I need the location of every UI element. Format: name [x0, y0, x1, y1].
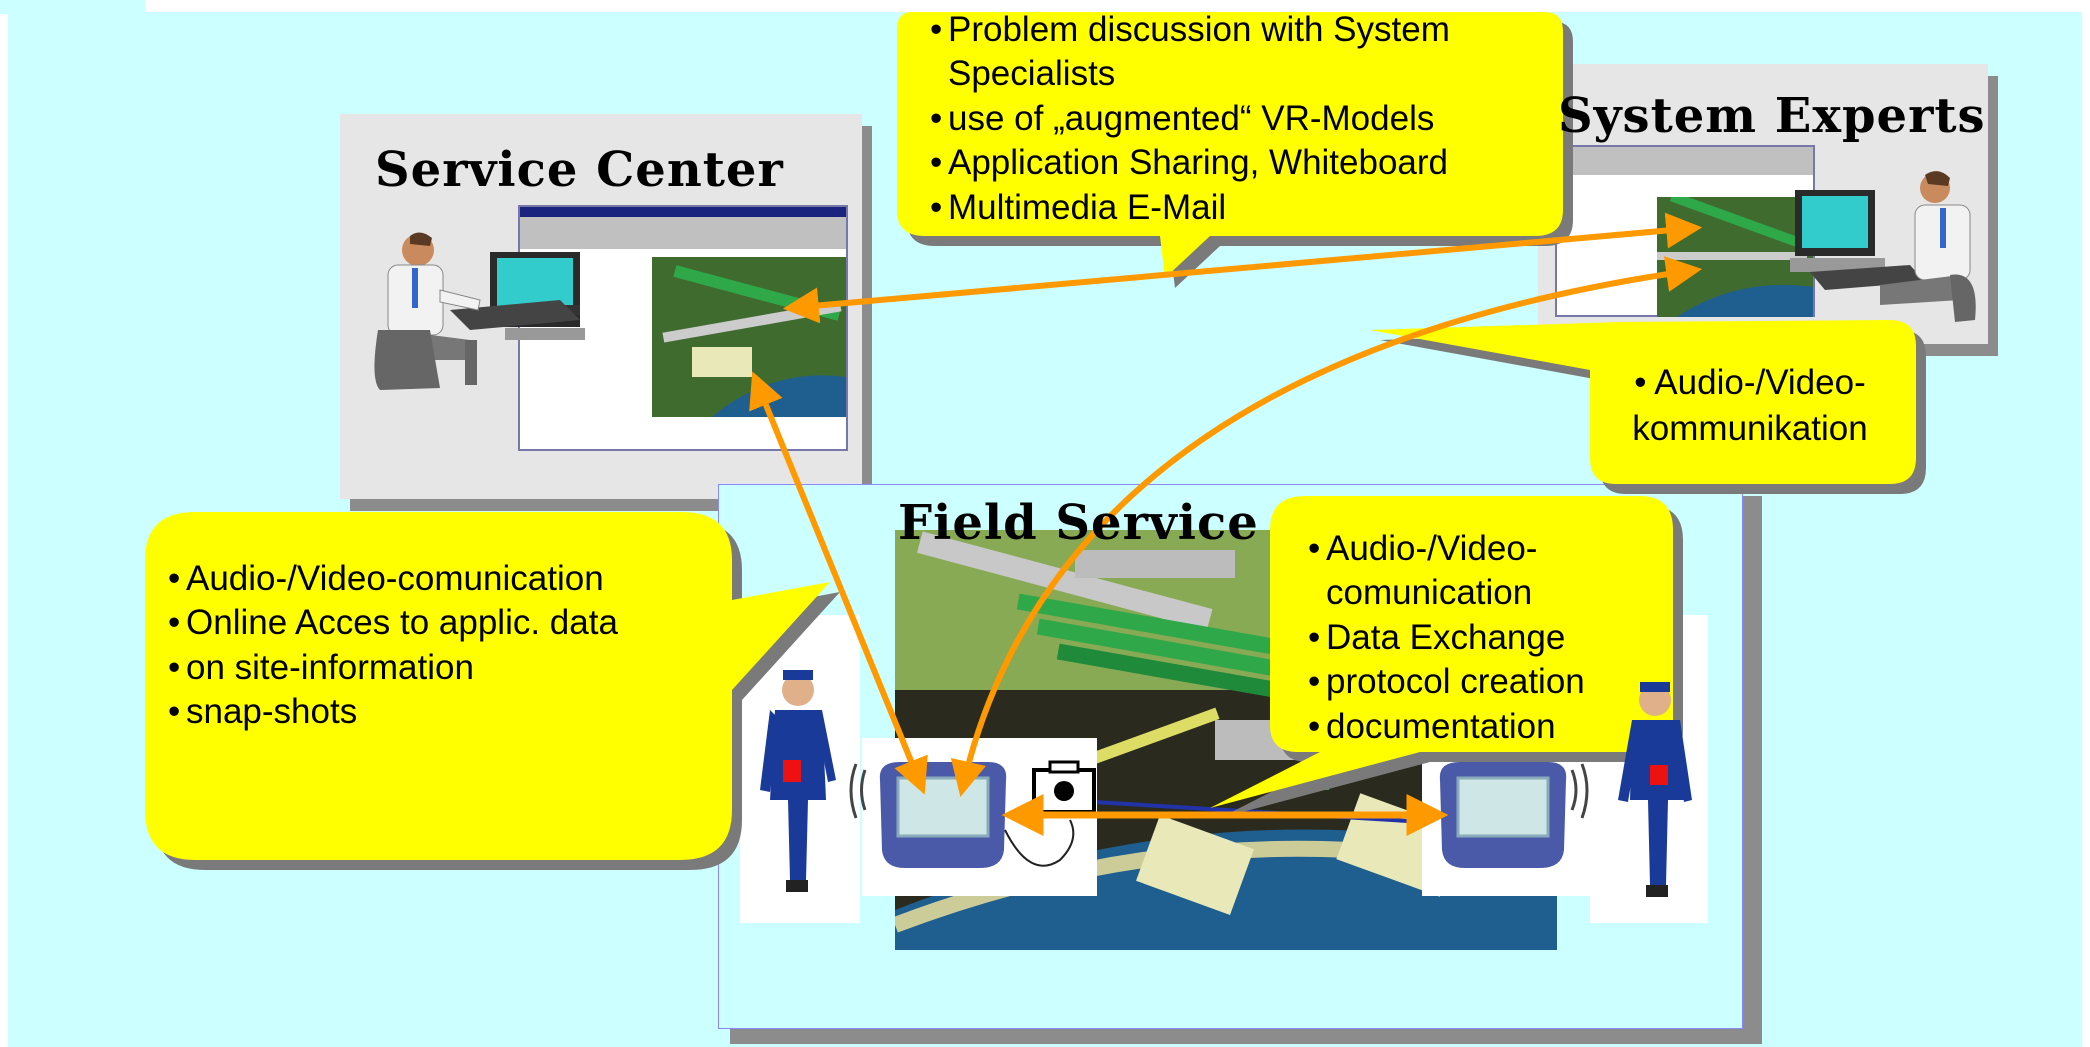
callout-item: Multimedia E-Mail: [930, 186, 1550, 231]
top-strip: [0, 0, 145, 14]
camera-icon: [1032, 760, 1096, 814]
arrow-service-field: [749, 371, 928, 795]
callout-experts-av-text: • Audio-/Video-kommunikation: [1632, 363, 1868, 448]
callout-experts-top-text: Problem discussion with System Specialis…: [930, 8, 1550, 231]
system-experts-title: System Experts: [1558, 88, 1986, 144]
callout-item: protocol creation: [1308, 660, 1608, 705]
worker-icon-left: [760, 670, 836, 892]
callout-item: snap-shots: [168, 690, 728, 735]
arrows: [749, 212, 1703, 836]
handheld-device-icon-right: [1439, 762, 1589, 868]
field-service-title: Field Service: [898, 495, 1259, 551]
callout-item: use of „augmented“ VR-Models: [930, 97, 1550, 142]
callout-service-left-text: Audio-/Video-comunication Online Acces t…: [168, 557, 728, 735]
arrow-field-experts: [950, 256, 1703, 798]
callout-item: Online Acces to applic. data: [168, 601, 728, 646]
callout-field-right-text: Audio-/Video-comunication Data Exchange …: [1308, 527, 1608, 750]
callout-item: Problem discussion with System Specialis…: [930, 8, 1550, 97]
callout-item: Audio-/Video-comunication: [168, 557, 728, 602]
callout-item: documentation: [1308, 705, 1608, 750]
callout-item: on site-information: [168, 646, 728, 691]
callout-item: Application Sharing, Whiteboard: [930, 141, 1550, 186]
callout-item: Audio-/Video-comunication: [1308, 527, 1608, 616]
service-center-title: Service Center: [375, 142, 784, 198]
callout-item: Data Exchange: [1308, 616, 1608, 661]
computer-user-icon-experts: [1790, 171, 1976, 322]
computer-user-icon-service: [374, 232, 585, 390]
